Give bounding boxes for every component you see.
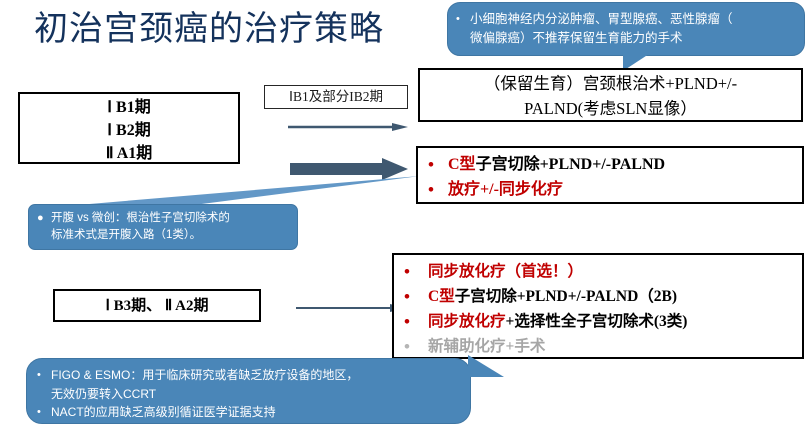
bullet-icon: •	[404, 337, 410, 356]
treatment-text-red: C型	[428, 288, 455, 305]
list-item: • NACT的应用缺乏高级别循证医学证据支持	[35, 403, 460, 422]
stage-box-ib3-iia2: Ⅰ B3期、 Ⅱ A2期	[53, 289, 261, 322]
callout-bottom-line1: FIGO & ESMO：用于临床研究或者缺乏放疗设备的地区，	[51, 368, 359, 382]
page-title: 初治宫颈癌的治疗策略	[34, 11, 384, 48]
stage-box-ib1-ib2-iia1: Ⅰ B1期 Ⅰ B2期 Ⅱ A1期	[18, 92, 240, 164]
bullet-icon: •	[37, 406, 41, 418]
bullet-icon: ●	[37, 212, 44, 224]
bullet-icon: •	[428, 180, 434, 199]
treatment-text-red: 同步放化疗（首选！）	[428, 263, 584, 280]
treatment-box-type-c-hysterectomy: • C型子宫切除+PLND+/-PALND • 放疗+/-同步化疗	[416, 146, 804, 204]
callout-open-vs-minimally-invasive: ● 开腹 vs 微创：根治性子宫切除术的 标准术式是开腹入路（1类）。	[28, 204, 298, 250]
arrow-label-ib1-partial-ib2: ⅠB1及部分IB2期	[264, 85, 408, 109]
treatment-box-ib3-iia2-options: • 同步放化疗（首选！） • C型子宫切除+PLND+/-PALND（2B) •…	[392, 253, 804, 359]
callout-top-line1: 小细胞神经内分泌肿瘤、胃型腺癌、恶性腺瘤（	[470, 12, 733, 26]
treatment-line: PALND(考虑SLN显像）	[524, 99, 697, 118]
treatment-text-gray: 新辅助化疗+手术	[428, 338, 546, 355]
list-item: • 小细胞神经内分泌肿瘤、胃型腺癌、恶性腺瘤（ 微偏腺癌）不推荐保留生育能力的手…	[454, 10, 796, 47]
list-item: • 同步放化疗+选择性全子宫切除术(3类)	[394, 309, 802, 334]
stage-line: Ⅰ B1期	[107, 99, 151, 116]
list-item: ● 开腹 vs 微创：根治性子宫切除术的 标准术式是开腹入路（1类）。	[35, 210, 291, 244]
callout-mid-list: ● 开腹 vs 微创：根治性子宫切除术的 标准术式是开腹入路（1类）。	[35, 210, 291, 244]
stage-line: Ⅰ B2期	[107, 122, 151, 139]
callout-bottom-text: • FIGO & ESMO：用于临床研究或者缺乏放疗设备的地区， 无效仍要转入C…	[27, 359, 470, 422]
bullet-icon: •	[404, 312, 410, 331]
callout-mid-text: ● 开腹 vs 微创：根治性子宫切除术的 标准术式是开腹入路（1类）。	[29, 205, 297, 244]
arrow-right-icon	[288, 118, 408, 131]
callout-tail-icon	[468, 355, 504, 377]
bullet-icon: •	[404, 287, 410, 306]
arrow-block-right-icon	[290, 158, 408, 180]
callout-figo-esmo-nact: • FIGO & ESMO：用于临床研究或者缺乏放疗设备的地区， 无效仍要转入C…	[26, 355, 504, 424]
callout-top-line2: 微偏腺癌）不推荐保留生育能力的手术	[470, 30, 683, 45]
callout-mid-line1: 开腹 vs 微创：根治性子宫切除术的	[51, 212, 230, 224]
bullet-icon: •	[404, 262, 410, 281]
callout-bottom-line3: NACT的应用缺乏高级别循证医学证据支持	[51, 405, 276, 419]
list-item: • C型子宫切除+PLND+/-PALND（2B)	[394, 284, 802, 309]
callout-top-text: • 小细胞神经内分泌肿瘤、胃型腺癌、恶性腺瘤（ 微偏腺癌）不推荐保留生育能力的手…	[448, 3, 804, 47]
treatment-text-black: 子宫切除+PLND+/-PALND	[475, 156, 666, 173]
treatment-text-red: C型	[448, 156, 476, 173]
callout-bottom-line2: 无效仍要转入CCRT	[51, 386, 157, 401]
treatment-text-red: 放疗+/-同步化疗	[448, 181, 563, 198]
stage-line: Ⅰ B3期、 Ⅱ A2期	[105, 298, 209, 314]
list-item: • C型子宫切除+PLND+/-PALND	[418, 152, 802, 177]
arrow-right-icon	[296, 300, 406, 312]
list-item: • 同步放化疗（首选！）	[394, 259, 802, 284]
callout-bottom-list: • FIGO & ESMO：用于临床研究或者缺乏放疗设备的地区， 无效仍要转入C…	[35, 366, 460, 422]
list-item: • 放疗+/-同步化疗	[418, 177, 802, 202]
callout-mid-line2: 标准术式是开腹入路（1类）。	[51, 229, 202, 241]
bullet-icon: •	[456, 13, 460, 25]
callout-top-list: • 小细胞神经内分泌肿瘤、胃型腺癌、恶性腺瘤（ 微偏腺癌）不推荐保留生育能力的手…	[454, 10, 796, 47]
list-item: • 新辅助化疗+手术	[394, 334, 802, 359]
stage-line: Ⅱ A1期	[105, 145, 153, 162]
bullet-icon: •	[37, 369, 41, 381]
bullet-icon: •	[428, 155, 434, 174]
treatment-text-red: 同步放化疗	[428, 313, 506, 330]
treatment-list: • 同步放化疗（首选！） • C型子宫切除+PLND+/-PALND（2B) •…	[394, 255, 802, 359]
treatment-text-black: 子宫切除+PLND+/-PALND（2B)	[454, 288, 678, 305]
treatment-box-fertility-sparing: （保留生育）宫颈根治术+PLND+/- PALND(考虑SLN显像）	[418, 68, 803, 122]
list-item: • FIGO & ESMO：用于临床研究或者缺乏放疗设备的地区， 无效仍要转入C…	[35, 366, 460, 403]
treatment-text-black: +选择性全子宫切除术(3类)	[505, 313, 688, 330]
treatment-list: • C型子宫切除+PLND+/-PALND • 放疗+/-同步化疗	[418, 148, 802, 202]
callout-tail-icon	[623, 54, 649, 71]
treatment-line: （保留生育）宫颈根治术+PLND+/-	[483, 74, 738, 93]
callout-fertility-exclusion: • 小细胞神经内分泌肿瘤、胃型腺癌、恶性腺瘤（ 微偏腺癌）不推荐保留生育能力的手…	[447, 2, 805, 71]
